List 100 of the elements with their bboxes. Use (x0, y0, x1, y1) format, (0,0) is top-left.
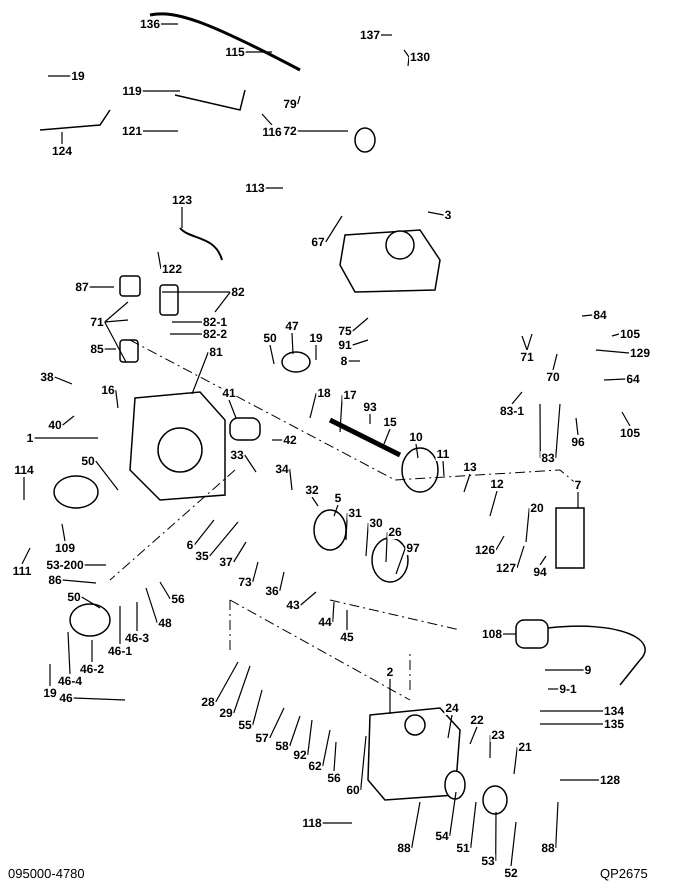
leader-line (143, 130, 178, 132)
callout-number: 62 (307, 759, 323, 773)
callout-number: 73 (237, 575, 253, 589)
callout-number: 32 (304, 483, 320, 497)
callout-number: 19 (70, 69, 86, 83)
leader-line (315, 345, 317, 360)
callout-number: 13 (462, 460, 478, 474)
leader-line (233, 542, 247, 562)
leader-line (415, 444, 419, 458)
callout-number: 46-4 (56, 674, 84, 688)
leader-line (428, 211, 444, 216)
leader-line (469, 726, 478, 744)
callout-number: 55 (237, 718, 253, 732)
callout-number: 18 (316, 386, 332, 400)
callout-number: 43 (285, 598, 301, 612)
leader-line (621, 412, 631, 426)
leader-line (298, 130, 348, 132)
callout-number: 56 (326, 771, 342, 785)
callout-number: 82-2 (202, 327, 228, 341)
leader-line (510, 822, 517, 866)
callout-number: 54 (434, 829, 450, 843)
callout-number: 30 (368, 516, 384, 530)
leader-line (54, 376, 72, 385)
callout-number: 119 (121, 84, 143, 98)
callout-number: 71 (519, 350, 535, 364)
leader-line (215, 662, 239, 702)
leader-line (489, 490, 498, 516)
leader-line (228, 400, 237, 418)
callout-number: 134 (602, 704, 626, 718)
leader-line (495, 536, 505, 550)
leader-line (23, 477, 25, 500)
callout-number: 64 (625, 372, 641, 386)
callout-number: 126 (474, 543, 496, 557)
leader-line (62, 579, 96, 584)
leader-line (352, 318, 368, 332)
leader-line (300, 592, 316, 606)
leader-line (95, 460, 118, 490)
drawing-number: QP2675 (600, 866, 648, 881)
callout-number: 113 (244, 181, 266, 195)
callout-number: 22 (469, 713, 485, 727)
leader-line (521, 333, 533, 351)
callout-number: 105 (618, 426, 642, 440)
leader-line (62, 416, 74, 426)
leader-line (447, 714, 453, 738)
leader-line (369, 414, 371, 424)
callout-number: 48 (157, 616, 173, 630)
leader-line (209, 522, 238, 556)
leader-line (34, 437, 98, 439)
callout-number: 83-1 (498, 404, 526, 418)
callout-number: 72 (282, 124, 298, 138)
callout-number: 33 (229, 448, 245, 462)
callout-number: 50 (80, 454, 96, 468)
callout-number: 8 (340, 354, 348, 368)
leader-line (21, 548, 31, 564)
callout-number: 19 (308, 331, 324, 345)
callout-number: 26 (387, 525, 403, 539)
callout-number: 122 (160, 262, 184, 276)
callout-number: 45 (339, 630, 355, 644)
callout-number: 129 (628, 346, 652, 360)
callout-number: 16 (100, 383, 116, 397)
leader-line (252, 690, 263, 726)
callout-number: 29 (218, 706, 234, 720)
callout-number: 108 (480, 627, 504, 641)
callout-number: 118 (301, 816, 323, 830)
leader-line (309, 392, 317, 418)
leader-line (49, 664, 51, 686)
leader-line (90, 286, 114, 288)
leader-line (307, 720, 313, 756)
leader-line (136, 602, 138, 631)
leader-line (332, 602, 335, 622)
leader-line (503, 633, 516, 635)
callout-number: 17 (342, 388, 358, 402)
callout-number: 28 (200, 695, 216, 709)
callout-number: 52 (503, 866, 519, 880)
callout-number: 20 (529, 501, 545, 515)
leader-line (312, 496, 318, 506)
callout-number: 3 (444, 208, 452, 222)
leader-line (540, 723, 603, 725)
callout-number: 46-1 (106, 644, 134, 658)
callout-number: 6 (186, 538, 194, 552)
callout-number: 114 (13, 463, 35, 477)
leader-line (161, 23, 178, 25)
leader-line (104, 348, 116, 350)
callout-number: 91 (337, 338, 353, 352)
callout-number: 58 (274, 739, 290, 753)
callout-number: 57 (254, 731, 270, 745)
callout-number: 92 (292, 748, 308, 762)
leader-line (575, 418, 579, 436)
callout-number: 105 (618, 327, 642, 341)
callout-number: 121 (120, 124, 144, 138)
callout-number: 41 (221, 386, 237, 400)
leader-line (291, 332, 294, 354)
leader-line (383, 428, 391, 444)
callout-number: 36 (264, 584, 280, 598)
callout-number: 19 (42, 686, 58, 700)
leader-line (61, 132, 63, 144)
leader-line (191, 352, 209, 394)
leader-line (470, 802, 477, 848)
leader-line (67, 632, 71, 674)
callout-number: 83 (540, 451, 556, 465)
